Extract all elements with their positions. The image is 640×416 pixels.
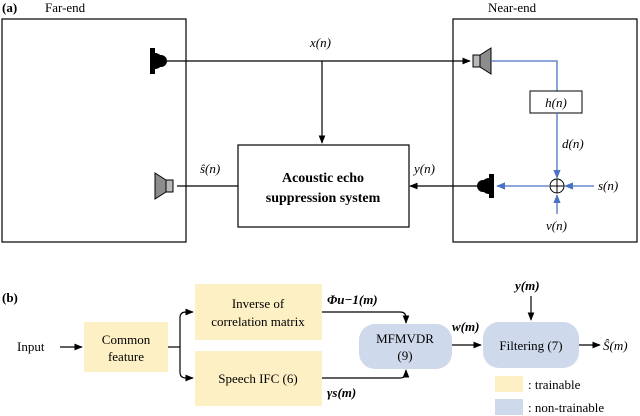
legend-non-trainable-swatch	[495, 399, 523, 415]
aes-title-line1: Acoustic echo	[282, 171, 364, 186]
panel-b-tag: (b)	[2, 290, 18, 305]
near-end-loudspeaker-icon	[472, 47, 492, 75]
legend-trainable-swatch	[495, 376, 523, 392]
ym-label: y(m)	[513, 278, 540, 293]
input-label: Input	[17, 339, 45, 354]
d-label: d(n)	[562, 136, 584, 151]
inverse-line2: correlation matrix	[211, 314, 305, 329]
phi-label: Φu−1(m)	[327, 292, 378, 307]
near-end-microphone-icon	[477, 174, 494, 198]
far-end-microphone-icon	[150, 48, 167, 74]
split-lower	[179, 347, 194, 382]
panel-a-tag: (a)	[2, 0, 17, 15]
filtering-label: Filtering (7)	[499, 338, 562, 353]
common-feature-block	[84, 322, 168, 372]
split-upper	[179, 308, 194, 347]
mfmvdr-block	[359, 324, 452, 369]
filtering-block	[483, 322, 579, 368]
speech-ifc-label: Speech IFC (6)	[218, 371, 297, 386]
gamma-arrow	[322, 369, 410, 379]
common-feature-line1: Common	[102, 332, 151, 347]
aes-title-line2: suppression system	[266, 191, 381, 206]
h-label: h(n)	[545, 95, 567, 110]
y-label: y(n)	[412, 161, 435, 176]
rir-box	[529, 90, 583, 114]
legend-non-trainable-label: : non-trainable	[528, 400, 604, 415]
v-label: v(n)	[546, 218, 567, 233]
mfmvdr-line2: (9)	[397, 348, 412, 363]
near-end-label: Near-end	[488, 0, 537, 15]
w-label: w(m)	[452, 319, 479, 334]
s-hat-label: ŝ(n)	[200, 161, 220, 176]
inverse-line1: Inverse of	[232, 296, 285, 311]
inverse-correlation-block	[195, 284, 322, 340]
far-end-label: Far-end	[45, 0, 86, 15]
far-end-room	[1, 18, 187, 243]
speech-ifc-block	[195, 351, 322, 406]
summation-icon	[549, 178, 565, 194]
near-end-room	[452, 18, 638, 243]
x-label: x(n)	[309, 35, 331, 50]
gamma-label: γs(m)	[327, 385, 356, 400]
echo-path-top	[491, 60, 558, 91]
common-feature-line2: feature	[108, 349, 144, 364]
legend-trainable-label: : trainable	[528, 377, 581, 392]
mfmvdr-line1: MFMVDR	[376, 331, 434, 346]
s-label: s(n)	[598, 178, 618, 193]
aes-block	[237, 144, 410, 228]
shat-m-label: Ŝ(m)	[603, 338, 628, 353]
phi-arrow	[322, 311, 410, 324]
far-end-loudspeaker-icon	[154, 172, 174, 200]
